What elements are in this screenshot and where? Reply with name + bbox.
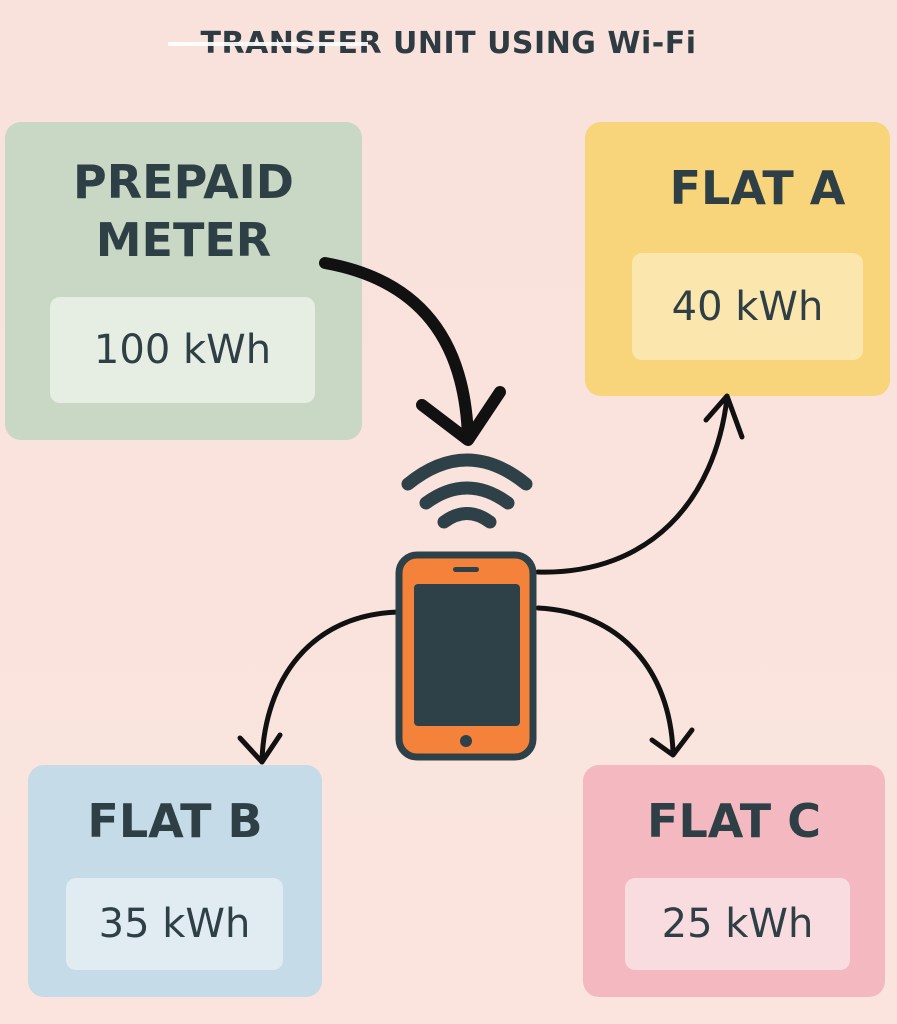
flat-c-box: FLAT C 25 kWh [583, 765, 885, 997]
arrow-meter-to-phone [319, 257, 474, 444]
arrowhead-flat-c [649, 727, 695, 758]
arrowhead-meter [416, 386, 506, 446]
arrow-phone-to-flat-a [535, 395, 730, 575]
meter-value: 100 kWh [50, 297, 315, 403]
flat-c-label: FLAT C [647, 794, 821, 848]
arrow-phone-to-flat-b [259, 609, 401, 763]
flat-a-value: 40 kWh [632, 253, 863, 360]
flat-c-value: 25 kWh [625, 878, 850, 970]
meter-label-line1: PREPAID [73, 155, 294, 209]
flat-b-label: FLAT B [87, 794, 263, 848]
flat-b-value: 35 kWh [66, 878, 283, 970]
flat-a-label: FLAT A [669, 161, 846, 215]
flat-a-box: FLAT A 40 kWh [585, 122, 890, 396]
title-strike-line [168, 42, 368, 46]
meter-label-line2: METER [95, 212, 272, 267]
prepaid-meter-box: PREPAID METER 100 kWh [5, 122, 362, 440]
arrowhead-flat-a [703, 393, 745, 440]
arrow-phone-to-flat-c [535, 605, 676, 755]
arrowhead-flat-b [237, 732, 283, 765]
flat-b-box: FLAT B 35 kWh [28, 765, 322, 997]
smartphone-icon [395, 551, 537, 761]
wifi-icon [401, 453, 533, 529]
